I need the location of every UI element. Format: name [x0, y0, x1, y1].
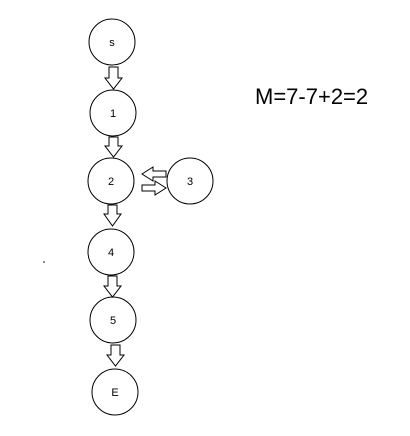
complexity-formula: M=7-7+2=2	[255, 84, 368, 109]
node-s-circle	[88, 18, 136, 66]
node-2-circle	[87, 157, 135, 205]
arrow-2-to-3	[141, 180, 167, 196]
arrow-2-to-4	[103, 204, 122, 227]
node-4-circle	[87, 228, 135, 276]
node-1: 1	[89, 89, 137, 137]
node-2: 2	[87, 157, 135, 205]
arrow-3-to-2	[141, 166, 167, 182]
node-e-label: E	[111, 387, 118, 399]
arrow-4-to-5	[102, 275, 123, 298]
node-e: E	[91, 368, 139, 416]
arrow-s-to-1	[103, 66, 124, 90]
node-3: 3	[166, 157, 214, 205]
node-2-label: 2	[108, 176, 114, 188]
node-3-label: 3	[187, 176, 193, 188]
node-5: 5	[89, 296, 137, 344]
node-5-label: 5	[110, 315, 116, 327]
node-4: 4	[87, 228, 135, 276]
node-1-label: 1	[110, 108, 116, 120]
arrow-1-to-2	[103, 136, 124, 158]
node-4-label: 4	[108, 247, 114, 259]
arrow-5-to-e	[105, 344, 126, 367]
node-s: s	[88, 18, 136, 66]
node-e-circle	[91, 368, 139, 416]
node-1-circle	[89, 89, 137, 137]
node-3-circle	[166, 157, 214, 205]
node-s-label: s	[109, 37, 115, 49]
stray-dot	[43, 261, 45, 263]
